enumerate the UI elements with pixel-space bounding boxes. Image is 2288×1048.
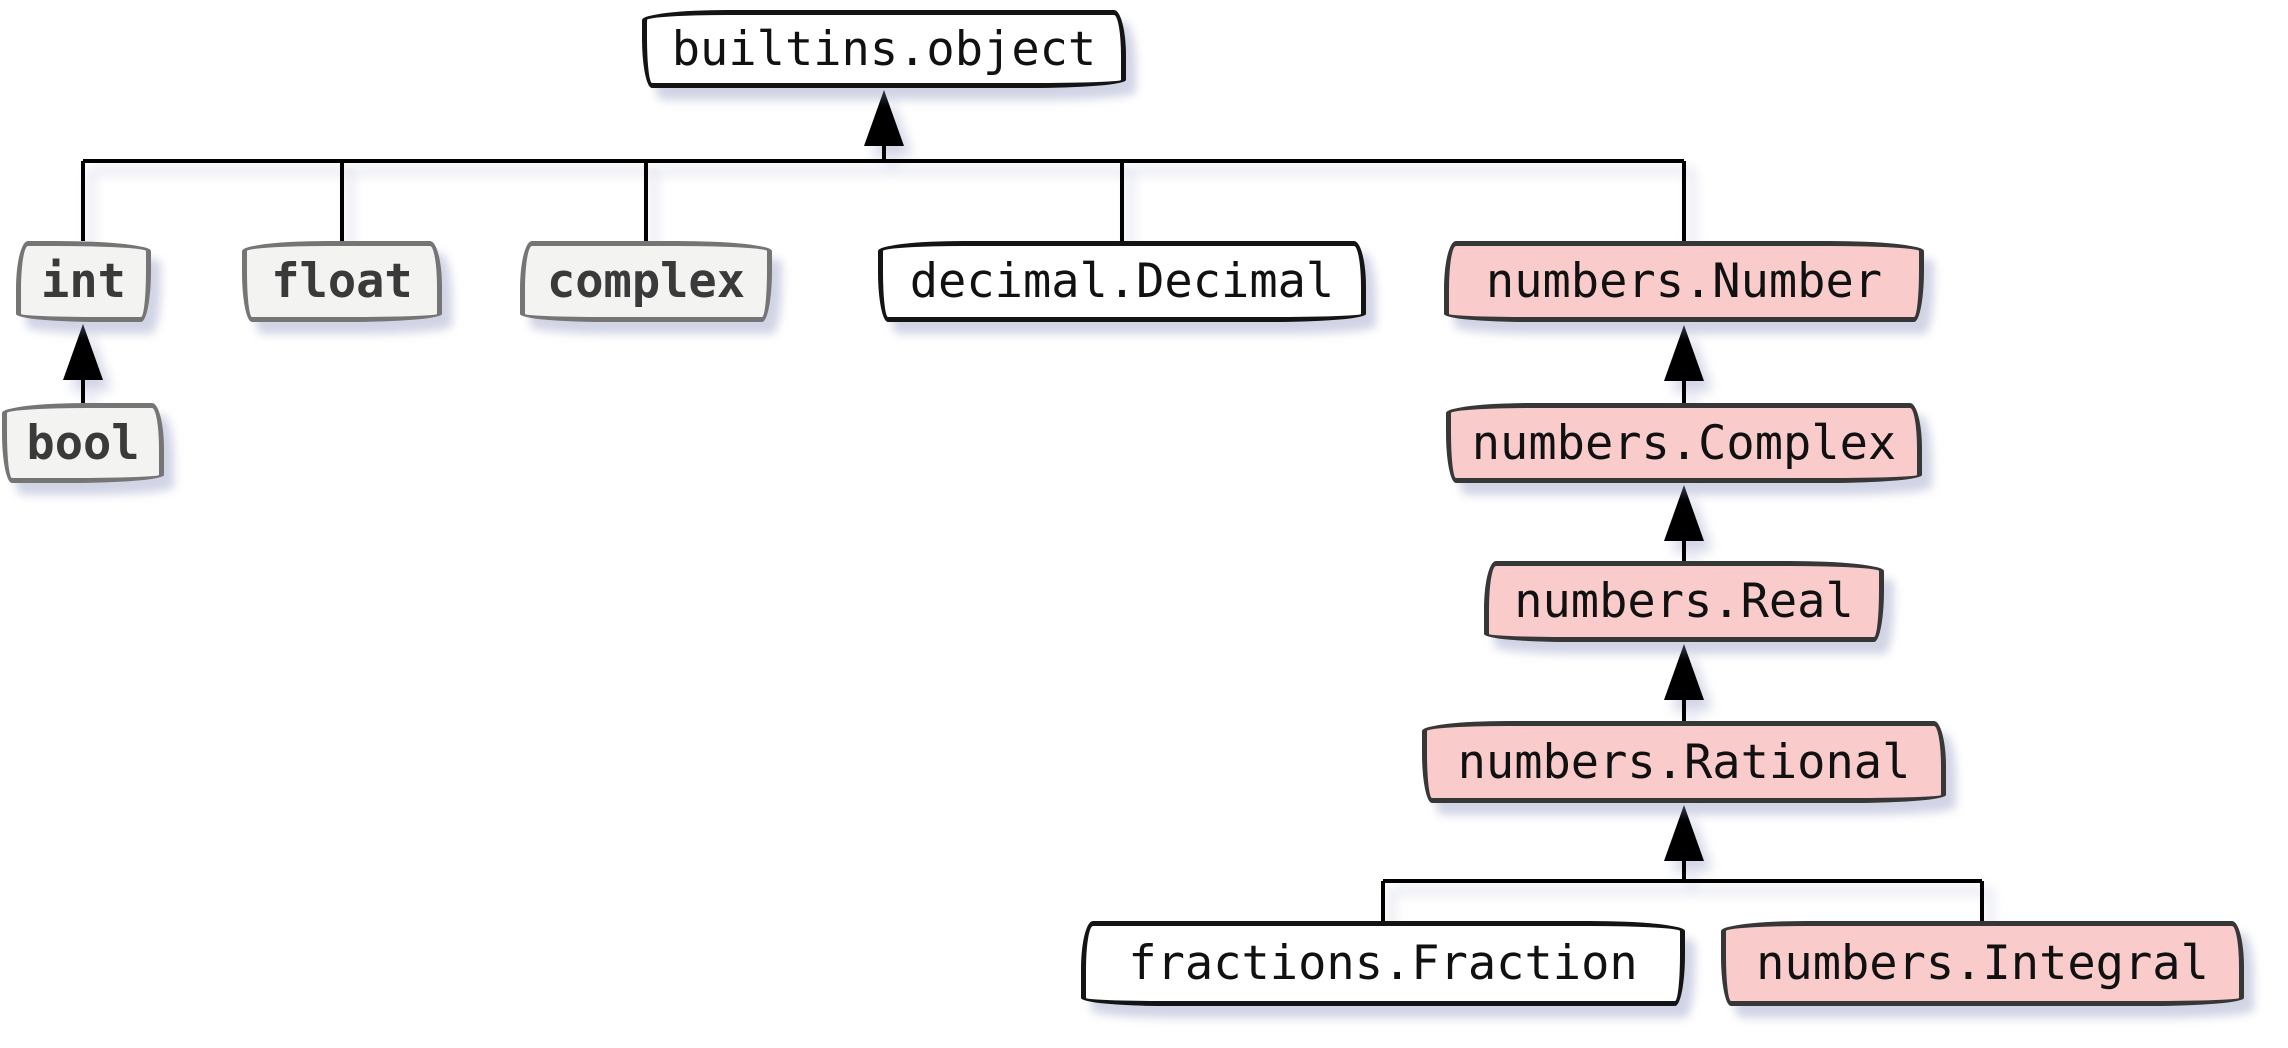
node-numbers-real: numbers.Real [1484, 561, 1884, 642]
node-label-numbers-number: numbers.Number [1485, 254, 1883, 309]
node-label-builtins-object: builtins.object [671, 21, 1097, 77]
node-int: int [16, 241, 151, 322]
node-label-fractions-fraction: fractions.Fraction [1128, 936, 1638, 991]
node-complex: complex [520, 241, 772, 322]
node-label-complex: complex [546, 254, 746, 309]
node-label-decimal-decimal: decimal.Decimal [909, 254, 1335, 309]
arrowhead-to-numbers-rational [1664, 805, 1704, 861]
node-decimal-decimal: decimal.Decimal [878, 241, 1366, 322]
node-numbers-number: numbers.Number [1444, 241, 1924, 322]
node-label-numbers-rational: numbers.Rational [1457, 734, 1911, 790]
node-bool: bool [2, 403, 164, 483]
node-label-int: int [41, 254, 126, 309]
arrowhead-to-numbers-number [1664, 325, 1704, 381]
arrowhead-to-builtins-object [864, 90, 904, 146]
node-label-numbers-integral: numbers.Integral [1756, 936, 2209, 991]
arrowhead-to-int [63, 324, 103, 380]
arrowhead-to-numbers-real [1664, 644, 1704, 700]
node-label-bool: bool [26, 415, 140, 471]
node-float: float [242, 241, 442, 322]
node-label-numbers-real: numbers.Real [1514, 574, 1854, 629]
node-label-numbers-complex: numbers.Complex [1471, 415, 1897, 471]
node-numbers-complex: numbers.Complex [1446, 403, 1922, 483]
node-numbers-integral: numbers.Integral [1721, 921, 2244, 1006]
node-builtins-object: builtins.object [642, 10, 1126, 88]
node-fractions-fraction: fractions.Fraction [1081, 921, 1685, 1006]
node-numbers-rational: numbers.Rational [1422, 721, 1946, 803]
arrowhead-to-numbers-complex [1664, 485, 1704, 541]
node-label-float: float [271, 254, 413, 309]
